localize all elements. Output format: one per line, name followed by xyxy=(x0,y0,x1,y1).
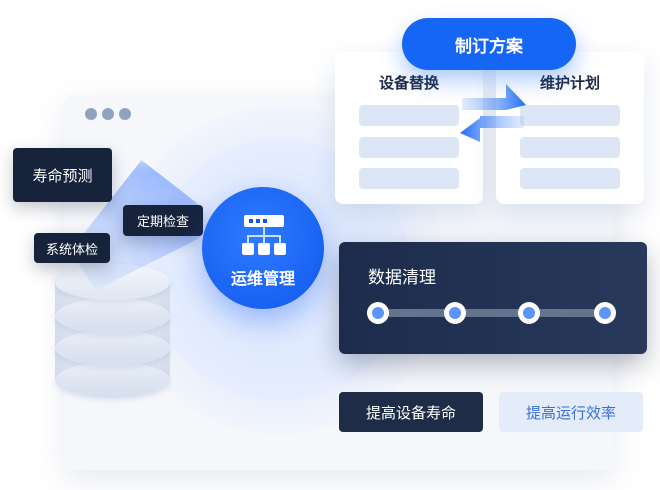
progress-step-node xyxy=(594,302,616,324)
database-disk-bottom xyxy=(55,362,170,398)
tag-life-prediction: 寿命预测 xyxy=(13,148,112,202)
progress-track xyxy=(378,309,606,317)
placeholder-bar xyxy=(359,105,459,126)
data-cleaning-panel xyxy=(339,242,647,354)
placeholder-bar xyxy=(520,105,620,126)
tag-system-checkup: 系统体检 xyxy=(34,233,110,263)
placeholder-bar xyxy=(520,137,620,158)
progress-step-node xyxy=(367,302,389,324)
tag-label: 系统体检 xyxy=(45,242,98,258)
outcome-label: 提高设备寿命 xyxy=(365,403,456,422)
tag-regular-inspection: 定期检查 xyxy=(123,205,203,236)
placeholder-bar xyxy=(359,168,459,189)
progress-step-node xyxy=(444,302,466,324)
placeholder-bar xyxy=(359,137,459,158)
card-title-replacement: 设备替换 xyxy=(378,74,439,92)
window-dot-icon xyxy=(85,108,97,120)
progress-step-node xyxy=(518,302,540,324)
make-plan-label: 制订方案 xyxy=(455,36,523,57)
data-cleaning-title: 数据清理 xyxy=(368,268,436,288)
ops-management-label: 运维管理 xyxy=(230,269,295,288)
placeholder-bar xyxy=(520,168,620,189)
exchange-arrows-icon xyxy=(460,84,526,142)
tag-label: 寿命预测 xyxy=(32,166,93,185)
tag-label: 定期检查 xyxy=(136,215,189,230)
network-server-icon xyxy=(242,215,286,255)
outcome-label: 提高运行效率 xyxy=(525,403,616,422)
window-dot-icon xyxy=(119,108,131,120)
database-disk xyxy=(55,298,170,334)
outcome-extend-life[interactable]: 提高设备寿命 xyxy=(339,392,483,432)
card-title-plan: 维护计划 xyxy=(539,74,600,92)
window-dot-icon xyxy=(102,108,114,120)
outcome-improve-efficiency[interactable]: 提高运行效率 xyxy=(499,392,643,432)
database-disk xyxy=(55,330,170,366)
make-plan-button[interactable]: 制订方案 xyxy=(402,18,576,70)
